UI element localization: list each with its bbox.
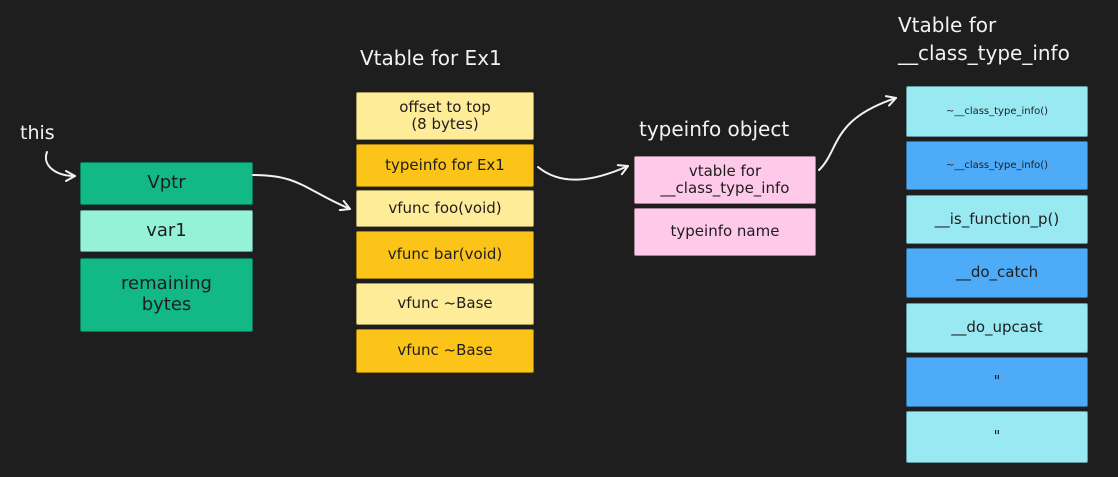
typeinfo-object-to-vtable-cti-arrow xyxy=(818,95,897,171)
vfunc-bar-text: vfunc bar(void) xyxy=(387,245,503,264)
vfunc-base-1-cell: vfunc ~Base xyxy=(356,283,534,325)
cti-do-upcast-cell: __do_upcast xyxy=(906,303,1088,353)
cti-is-function-p-text: __is_function_p() xyxy=(934,209,1060,228)
cti-ditto-2-cell: " xyxy=(906,411,1088,463)
typeinfo-to-typeinfo-object-arrow xyxy=(537,164,629,181)
cti-dtor-1-text: ~__class_type_info() xyxy=(945,105,1049,117)
typeinfo-vtable-for-cell: vtable for __class_type_info xyxy=(634,156,816,204)
remaining-bytes-text: remaining bytes xyxy=(121,273,212,315)
cti-dtor-1-cell: ~__class_type_info() xyxy=(906,86,1088,137)
vfunc-foo-text: vfunc foo(void) xyxy=(388,198,502,217)
typeinfo-name-text: typeinfo name xyxy=(670,222,780,241)
typeinfo-name-cell: typeinfo name xyxy=(634,208,816,256)
cti-do-catch-text: __do_catch xyxy=(955,263,1039,282)
vtable-ex1-title: Vtable for Ex1 xyxy=(360,46,502,70)
cti-ditto-1-cell: " xyxy=(906,357,1088,407)
cti-ditto-2-text: " xyxy=(993,427,1001,446)
cti-do-catch-cell: __do_catch xyxy=(906,248,1088,298)
typeinfo-for-ex1-text: typeinfo for Ex1 xyxy=(385,155,505,174)
vptr-text: Vptr xyxy=(147,172,186,194)
vptr-to-vfunc-foo-arrow xyxy=(252,174,351,212)
vptr-cell: Vptr xyxy=(80,162,253,205)
this-label: this xyxy=(20,122,55,144)
vfunc-bar-cell: vfunc bar(void) xyxy=(356,231,534,279)
var1-text: var1 xyxy=(146,219,187,241)
vfunc-base-2-cell: vfunc ~Base xyxy=(356,329,534,373)
remaining-bytes-cell: remaining bytes xyxy=(80,258,253,332)
var1-cell: var1 xyxy=(80,210,253,252)
this-to-vptr-arrow xyxy=(44,151,76,182)
typeinfo-for-ex1-cell: typeinfo for Ex1 xyxy=(356,144,534,187)
cti-ditto-1-text: " xyxy=(993,372,1001,391)
cti-is-function-p-cell: __is_function_p() xyxy=(906,195,1088,244)
typeinfo-vtable-for-text: vtable for __class_type_info xyxy=(660,161,790,197)
cti-dtor-2-text: ~__class_type_info() xyxy=(945,159,1049,171)
vfunc-foo-cell: vfunc foo(void) xyxy=(356,190,534,227)
offset-to-top-text: offset to top (8 bytes) xyxy=(399,97,491,133)
offset-to-top-cell: offset to top (8 bytes) xyxy=(356,92,534,140)
cti-do-upcast-text: __do_upcast xyxy=(951,318,1043,337)
vtable-cti-title-line2: __class_type_info xyxy=(898,41,1070,65)
cti-dtor-2-cell: ~__class_type_info() xyxy=(906,141,1088,190)
vfunc-base-1-text: vfunc ~Base xyxy=(397,294,493,313)
vfunc-base-2-text: vfunc ~Base xyxy=(397,341,493,360)
vtable-cti-title-line1: Vtable for xyxy=(898,13,997,37)
typeinfo-object-title: typeinfo object xyxy=(639,117,790,141)
